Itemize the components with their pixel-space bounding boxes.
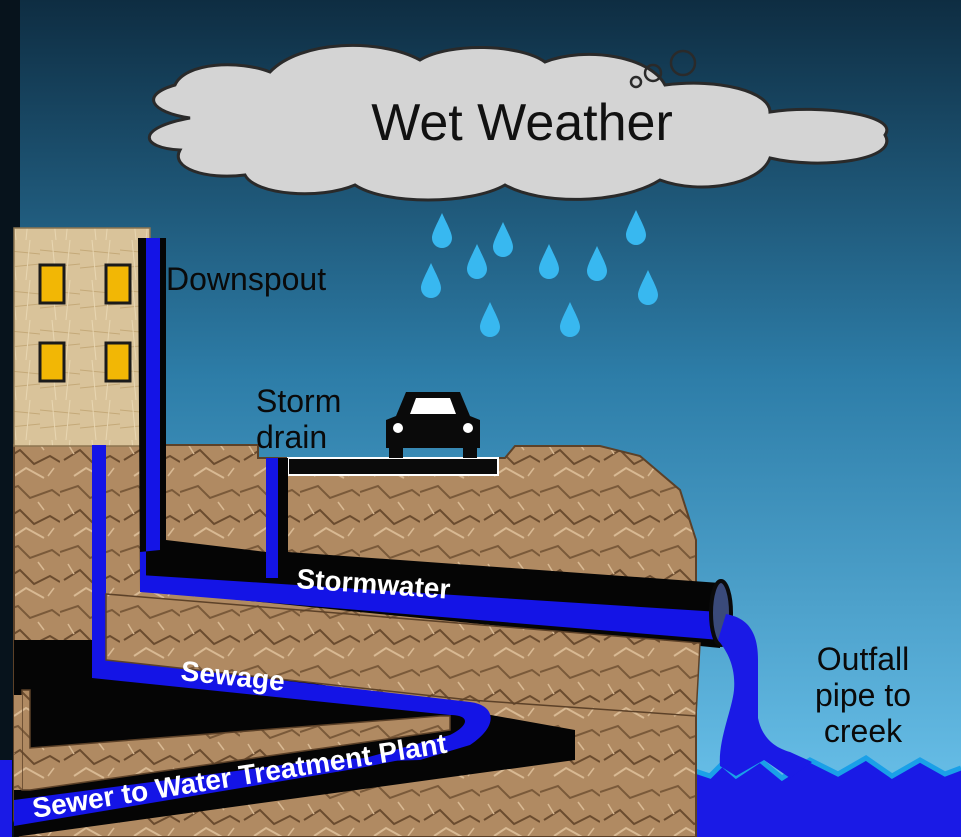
raindrop-icon bbox=[638, 270, 658, 305]
raindrop-icon bbox=[560, 302, 580, 337]
soil-wedge bbox=[21, 689, 451, 791]
stormwater-flow bbox=[140, 575, 720, 640]
bubble-icon bbox=[643, 63, 663, 83]
building bbox=[13, 227, 151, 447]
car-icon bbox=[386, 392, 480, 458]
window-icon bbox=[38, 263, 66, 305]
window-icon bbox=[38, 341, 66, 383]
raindrop-icon bbox=[432, 213, 452, 248]
raindrop-icon bbox=[421, 263, 441, 298]
road-storm-grate bbox=[287, 457, 499, 476]
sewer-flow bbox=[14, 756, 420, 826]
raindrop-icon bbox=[493, 222, 513, 257]
storm-drain-label-line2: drain bbox=[256, 419, 327, 455]
bubble-icon bbox=[669, 49, 697, 77]
raindrop-icon bbox=[539, 244, 559, 279]
soil-layer bbox=[105, 593, 701, 717]
raindrop-icon bbox=[587, 246, 607, 281]
raindrop-icon bbox=[626, 210, 646, 245]
raindrop-icon bbox=[480, 302, 500, 337]
window-icon bbox=[104, 341, 132, 383]
cloud-label: Wet Weather bbox=[371, 94, 673, 152]
downspout-flow bbox=[140, 238, 160, 588]
soil-edge bbox=[14, 695, 22, 790]
outfall-stream bbox=[718, 614, 812, 778]
window-icon bbox=[104, 263, 132, 305]
raindrop-icon bbox=[467, 244, 487, 279]
outfall-label-line1: Outfall bbox=[817, 641, 909, 677]
sewage-pipe-flow bbox=[92, 445, 491, 762]
outfall-label-line3: creek bbox=[824, 713, 903, 749]
bubble-icon bbox=[629, 75, 643, 89]
rain-cloud: Wet Weather bbox=[148, 43, 889, 202]
storm-drain-label-line1: Storm bbox=[256, 383, 341, 419]
storm-drain-flow bbox=[266, 458, 278, 578]
outfall-label-line2: pipe to bbox=[815, 677, 911, 713]
downspout-label: Downspout bbox=[166, 261, 326, 297]
creek-left-edge bbox=[0, 760, 12, 837]
stormwater-pipe bbox=[138, 238, 720, 648]
raindrops bbox=[421, 210, 658, 337]
